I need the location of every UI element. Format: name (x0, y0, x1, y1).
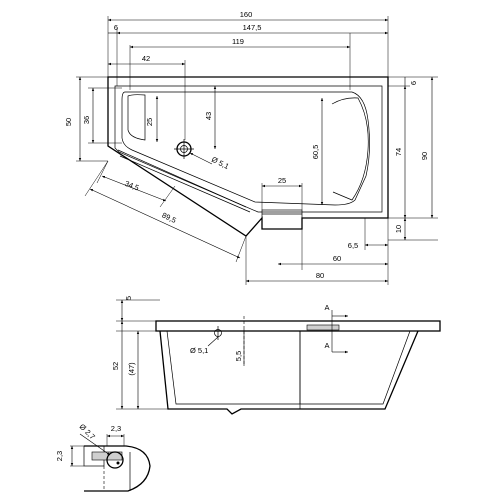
tub-basin (121, 91, 370, 206)
section-marker-top: A (324, 303, 329, 312)
dim-10: 10 (394, 225, 403, 233)
dim-drain-diameter: Ø 5,1 (210, 155, 230, 171)
dim-2-3-left: 2,3 (55, 451, 64, 461)
overflow-icon (214, 326, 222, 340)
section-step (306, 324, 340, 331)
dim-147-5: 147,5 (243, 23, 262, 32)
section-marker-bottom: A (324, 341, 329, 350)
tub-front-line-2 (117, 149, 247, 208)
dim-50: 50 (64, 118, 73, 126)
dim-overflow-diameter: Ø 5,1 (190, 346, 208, 355)
dim-47: (47) (127, 362, 136, 376)
tub-headrest (331, 97, 369, 201)
dim-6-right: 6 (409, 81, 418, 85)
dim-36: 36 (82, 116, 91, 124)
dim-5: 5 (124, 296, 133, 300)
tub-left-shelf (127, 94, 146, 141)
dim-60-5: 60,5 (311, 145, 320, 160)
dim-2-3-top: 2,3 (111, 424, 121, 433)
dim-60-bottom: 60 (333, 254, 341, 263)
dim-34-5: 34,5 (123, 179, 140, 193)
dim-119: 119 (232, 37, 244, 46)
plan-view: 160 6 147,5 119 42 50 36 25 43 60,5 6 74… (64, 10, 438, 285)
dim-90: 90 (420, 152, 429, 160)
section-inner (166, 330, 411, 405)
detail-view: Ø 2,7 2,3 2,3 (55, 422, 151, 492)
dim-2-7: Ø 2,7 (78, 422, 97, 441)
tub-step (261, 209, 303, 230)
dim-160: 160 (240, 10, 253, 19)
section-body (159, 330, 419, 415)
detail-hole-icon (106, 451, 124, 469)
dim-74: 74 (394, 148, 403, 156)
dim-80: 80 (316, 271, 324, 280)
tub-inner-rim (114, 85, 383, 213)
dim-5-5: 5,5 (234, 351, 243, 361)
drain-icon (174, 139, 194, 159)
dim-42: 42 (142, 54, 150, 63)
section-rim (155, 320, 441, 332)
dim-25-vertical: 25 (145, 118, 154, 126)
dim-25-horizontal: 25 (278, 176, 286, 185)
detail-outline (84, 445, 151, 492)
dim-6-left: 6 (114, 23, 118, 32)
section-view: Ø 5,1 5,5 A A 5 52 (47) (111, 296, 441, 415)
dim-43: 43 (204, 112, 213, 120)
dim-52: 52 (111, 362, 120, 370)
dim-6-5: 6,5 (348, 241, 358, 250)
